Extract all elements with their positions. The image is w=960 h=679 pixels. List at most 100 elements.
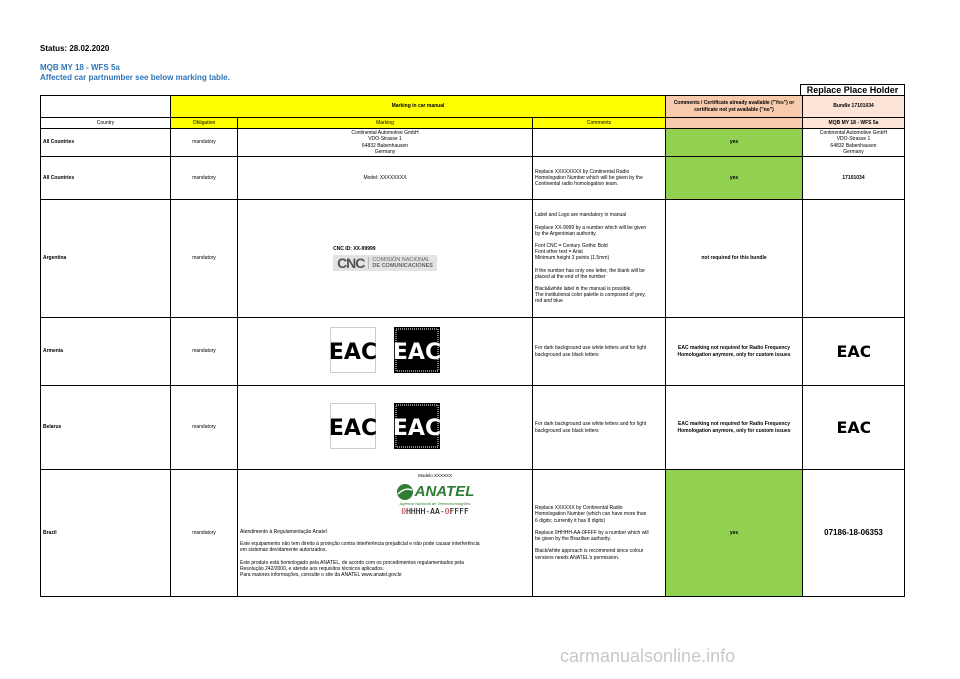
country-cell: All Countries (40, 156, 171, 200)
comment-line: Replace 0HHHH-AA-0FFFF by a number which… (535, 529, 649, 536)
cert-cell: EAC marking not required for Radio Frequ… (665, 385, 803, 470)
obligation-cell: mandatory (170, 385, 238, 470)
comment-line: 6 digits; currently it has 8 digits) (535, 517, 606, 524)
marking-cell: CNC ID: XX-99999 CNC COMISIÓN NACIONAL D… (237, 199, 533, 318)
comment-line: by the Argentinian authority. (535, 230, 597, 237)
cert-cell: not required for this bundle (665, 199, 803, 318)
empty-header-cell (40, 95, 171, 118)
comment-line: Homologation Number which will be given … (535, 174, 643, 181)
bundle-cell (802, 199, 905, 318)
anatel-code-part: 0 (444, 507, 450, 517)
marking-line: Atendimento à Regulamentação Anatel (240, 529, 327, 535)
comment-line: If the number has only one letter, the b… (535, 267, 645, 274)
marking-cell: EAC EAC (237, 385, 533, 470)
marking-cell: Modelo XXXXXX ANATEL Agência Nacional de… (237, 469, 533, 597)
comments-certificate-header: Comments / Certificate already available… (665, 95, 803, 118)
comment-cell: For dark background use white letters an… (532, 317, 666, 386)
cnc-label: CNC ID: XX-99999 CNC COMISIÓN NACIONAL D… (333, 246, 437, 272)
anatel-code-part: FFFF (449, 507, 469, 517)
comment-line: Black/white approach is recommend since … (535, 548, 644, 555)
bundle-cell: EAC (802, 385, 905, 470)
cert-cell: EAC marking not required for Radio Frequ… (665, 317, 803, 386)
anatel-globe-icon (396, 484, 413, 501)
eac-dark-icon: EAC (393, 403, 441, 451)
comment-line: Replace XX-9999 by a number which will b… (535, 224, 647, 231)
country-cell: All Countries (40, 128, 171, 157)
marking-in-car-manual-header: Marking in car manual (170, 95, 666, 118)
cert-line: Homologation anymore, only for custom is… (677, 351, 791, 358)
comment-line: Font other text = Arial (535, 249, 583, 256)
address-line: Germany (843, 148, 864, 155)
cnc-logo-text: CNC (337, 254, 365, 271)
obligation-cell: mandatory (170, 317, 238, 386)
anatel-name: ANATEL (414, 483, 475, 501)
comment-line: Continental radio homologation team. (535, 181, 619, 188)
anatel-label: Modelo XXXXXX ANATEL Agência Nacional de… (370, 471, 500, 516)
table-row: Armenia mandatory EAC EAC For dark backg… (40, 317, 905, 386)
comment-cell: Replace XXXXXXXX by Continental Radio Ho… (532, 156, 666, 200)
comment-cell: For dark background use white letters an… (532, 385, 666, 470)
table-row: Argentina mandatory CNC ID: XX-99999 CNC… (40, 199, 905, 318)
cert-cell: yes (665, 128, 803, 157)
bundle-cell: 07186-18-06353 (802, 469, 905, 597)
eac-text: EAC (330, 340, 376, 365)
table-row: All Countries mandatory Model: XXXXXXXX … (40, 156, 905, 200)
eac-dark-icon: EAC (393, 327, 441, 375)
obligation-cell: mandatory (170, 469, 238, 597)
address-line: 64832 Babenhausen (830, 142, 877, 149)
eac-small-icon: EAC (836, 410, 871, 443)
col-cert-empty (665, 117, 803, 129)
comment-line: Label and Logo are mandatory in manual (535, 212, 627, 219)
address-line: VDO-Strasse 1 (368, 136, 402, 143)
marking-line: Este produto está homologado pela ANATEL… (240, 559, 464, 566)
comment-line: Homologation Number (which can have more… (535, 511, 647, 518)
cnc-name: COMISIÓN NACIONAL DE COMUNICACIONES (368, 256, 433, 270)
comment-line: Font CNC = Century Gothic Bold (535, 242, 608, 249)
comment-line: versions needs ANATEL's permission. (535, 554, 620, 561)
bundle-cell: EAC (802, 317, 905, 386)
comment-line: Replace XXXXXX by Continental Radio (535, 505, 623, 512)
project-title: MQB MY 18 - WFS 5a (40, 63, 120, 72)
comment-line: For dark background use white letters an… (535, 421, 647, 428)
col-comments: Comments (532, 117, 666, 129)
col-marking: Marking (237, 117, 533, 129)
col-obligation: Obligation (170, 117, 238, 129)
address-line: VDO-Strasse 1 (836, 136, 871, 143)
country-cell: Argentina (40, 199, 171, 318)
marking-line: Resolução 242/2000, e atende aos requisi… (240, 565, 384, 572)
comment-cell: Label and Logo are mandatory in manual R… (532, 199, 666, 318)
marking-cell: Continental Automotive GmbH VDO-Strasse … (237, 128, 533, 157)
col-country: Country (40, 117, 171, 129)
table-row: Brazil mandatory Modelo XXXXXX ANATEL Ag… (40, 469, 905, 597)
eac-text: EAC (394, 416, 440, 441)
cert-cell: yes (665, 469, 803, 597)
obligation-cell: mandatory (170, 128, 238, 157)
comment-line: placed at the end of the number (535, 273, 606, 280)
comment-line: background use black letters (535, 427, 599, 434)
cert-line: Homologation anymore, only for custom is… (677, 427, 791, 434)
cnc-logo: CNC COMISIÓN NACIONAL DE COMUNICACIONES (333, 254, 437, 272)
comment-line: Black&white label in the manual is possi… (535, 286, 632, 292)
anatel-code-part: 0 (401, 507, 407, 517)
eac-text: EAC (838, 418, 870, 437)
comment-line: red and blue (535, 298, 563, 305)
comment-line: Minimum height 3 points (1.5mm) (535, 255, 610, 262)
cnc-name-line: DE COMUNICACIONES (372, 263, 433, 270)
anatel-code-part: HHHH-AA- (406, 507, 445, 517)
eac-light-icon: EAC (329, 403, 377, 451)
col-bundle-sub: MQB MY 18 - WFS 5a (802, 117, 905, 129)
anatel-model: Modelo XXXXXX (417, 473, 453, 478)
eac-text: EAC (330, 416, 376, 441)
marking-cell: Model: XXXXXXXX (237, 156, 533, 200)
eac-small-icon: EAC (836, 334, 871, 367)
eac-light-icon: EAC (329, 327, 377, 375)
address-line: Continental Automotive GmbH (351, 130, 419, 137)
marking-line: Para maiores informações, consulte o sit… (240, 572, 402, 579)
bundle-cell: 17101034 (802, 156, 905, 200)
bundle-cell: Continental Automotive GmbH VDO-Strasse … (802, 128, 905, 157)
anatel-code: 0HHHH-AA-0FFFF (370, 507, 500, 517)
marking-table: Marking in car manual Comments / Certifi… (40, 95, 905, 597)
anatel-text: Atendimento à Regulamentação Anatel Este… (240, 529, 480, 578)
address-line: Germany (374, 148, 396, 155)
country-cell: Armenia (40, 317, 171, 386)
